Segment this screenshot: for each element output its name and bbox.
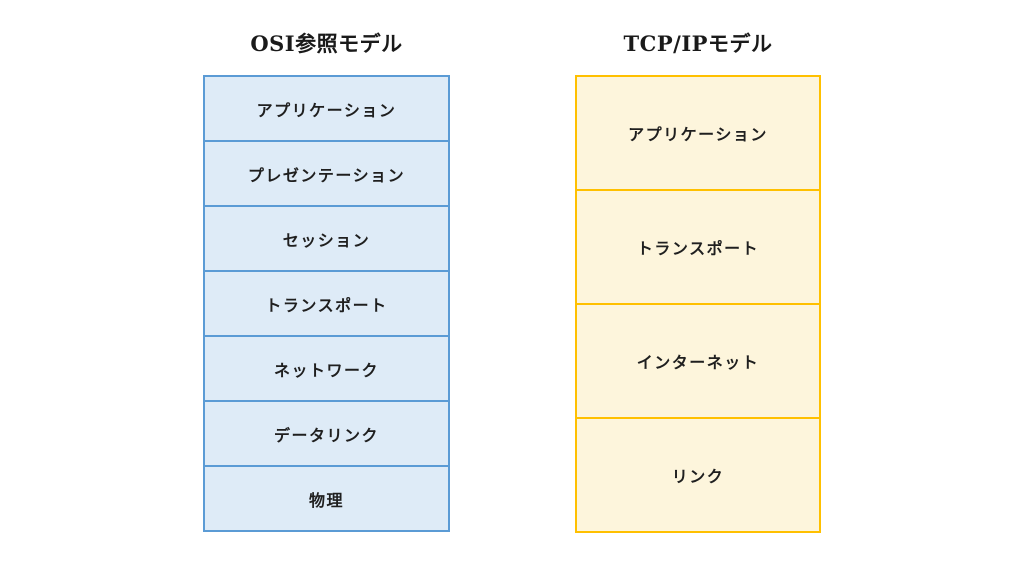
tcpip-layer-internet: インターネット xyxy=(577,305,819,419)
osi-layer-transport: トランスポート xyxy=(205,272,448,337)
tcpip-model-title: TCP/IPモデル xyxy=(623,31,773,56)
tcpip-layer-link: リンク xyxy=(577,419,819,531)
osi-layer-presentation: プレゼンテーション xyxy=(205,142,448,207)
osi-layer-network: ネットワーク xyxy=(205,337,448,402)
tcpip-layer-application: アプリケーション xyxy=(577,77,819,191)
osi-model-title: OSI参照モデル xyxy=(250,31,403,56)
osi-layer-physical: 物理 xyxy=(205,467,448,530)
tcpip-layer-stack: アプリケーション トランスポート インターネット リンク xyxy=(575,75,821,533)
tcpip-layer-transport: トランスポート xyxy=(577,191,819,305)
osi-layer-application: アプリケーション xyxy=(205,77,448,142)
osi-layer-stack: アプリケーション プレゼンテーション セッション トランスポート ネットワーク … xyxy=(203,75,450,532)
osi-layer-session: セッション xyxy=(205,207,448,272)
osi-layer-datalink: データリンク xyxy=(205,402,448,467)
